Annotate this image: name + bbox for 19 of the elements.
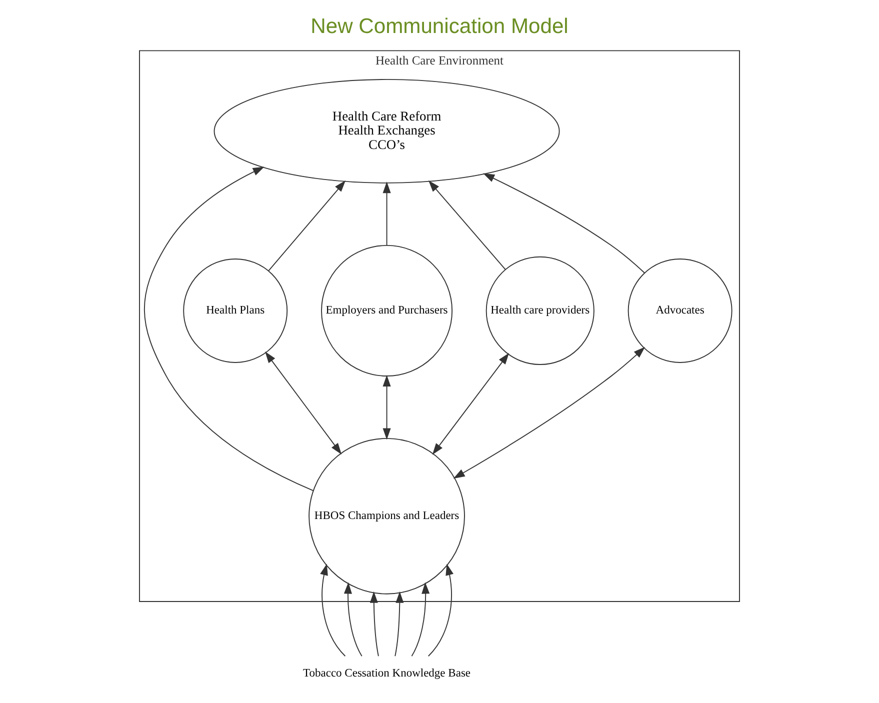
arrow (428, 180, 506, 270)
arrow (382, 374, 391, 440)
arrow (411, 582, 430, 657)
arrow (344, 582, 362, 657)
arrow (453, 346, 646, 479)
arrow (432, 352, 510, 455)
arrow (428, 564, 454, 657)
node-text: Tobacco Cessation Knowledge Base (303, 667, 471, 680)
arrow (370, 591, 379, 657)
arrow (394, 591, 404, 657)
arrow (320, 564, 346, 657)
arrow (268, 180, 346, 272)
diagram-title: New Communication Model (310, 15, 568, 38)
arrow (265, 352, 342, 454)
arrow (382, 182, 391, 246)
node-circle: Employers and Purchasers (321, 244, 453, 376)
arrow (144, 166, 314, 492)
arrow (483, 173, 645, 274)
node-circle: Advocates (628, 258, 732, 363)
